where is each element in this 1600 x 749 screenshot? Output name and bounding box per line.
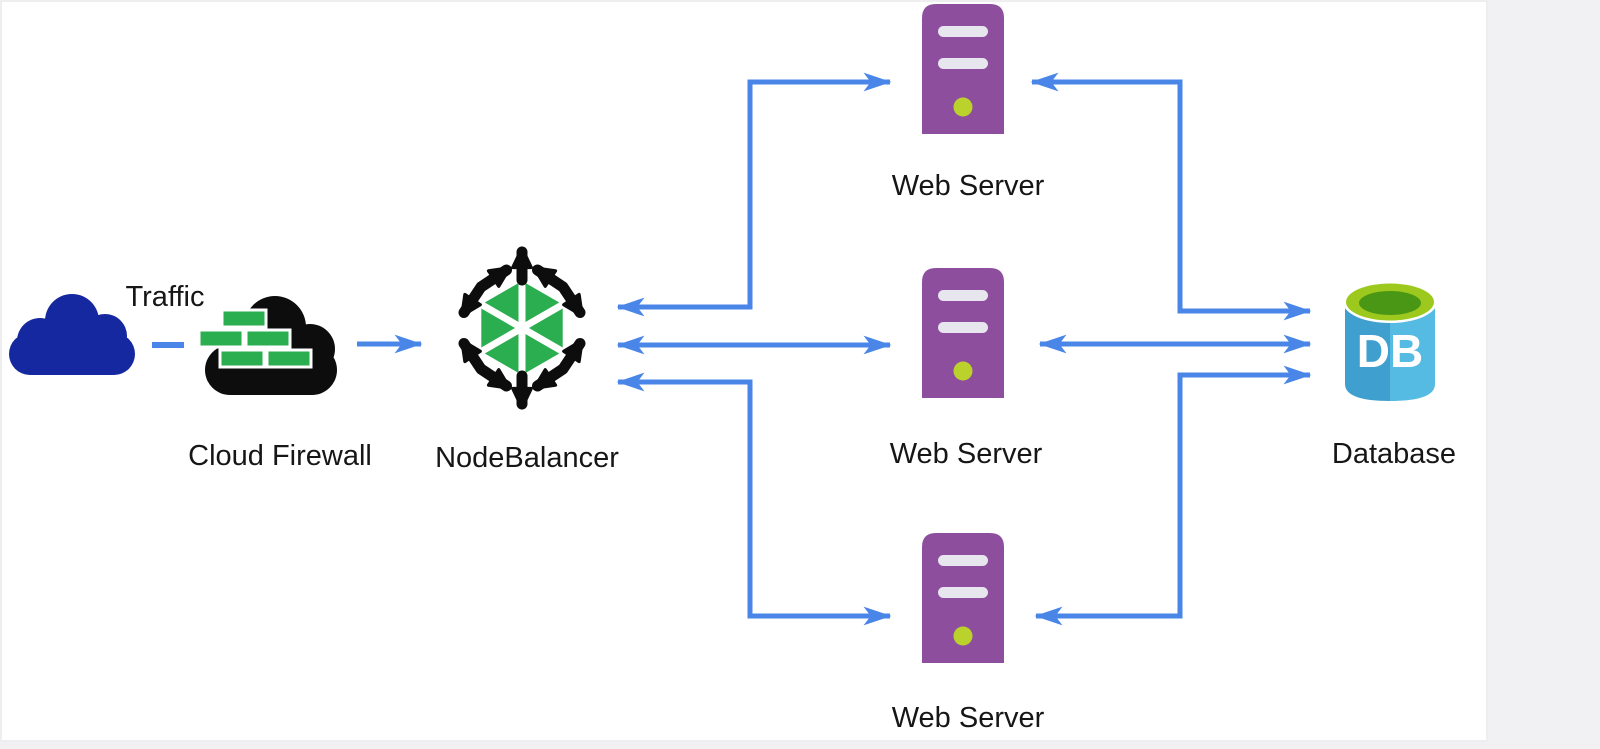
drive-slot — [938, 555, 988, 566]
cloud-firewall-label: Cloud Firewall — [188, 440, 372, 472]
balancer-arrow-lower-left — [458, 338, 512, 392]
database-icon: DB — [1343, 281, 1437, 401]
drive-slot — [938, 58, 988, 69]
drive-slot — [938, 290, 988, 301]
nodebalancer-icon — [458, 246, 586, 410]
right-gutter — [1490, 0, 1600, 749]
balancer-arrow-upper-right — [532, 264, 586, 318]
web-server-1-label: Web Server — [891, 170, 1045, 202]
web-server-3-icon — [922, 533, 1004, 663]
traffic-label: Traffic — [125, 281, 205, 313]
web-server-2-icon — [922, 268, 1004, 398]
traffic-cloud-icon — [9, 294, 135, 375]
web-server-2-label: Web Server — [889, 438, 1043, 470]
balancer-out-arrows — [458, 246, 586, 410]
database-label: Database — [1331, 438, 1457, 470]
drive-slot — [938, 587, 988, 598]
database-cylinder-icon — [1343, 281, 1437, 401]
web-server-1-icon — [922, 4, 1004, 134]
cloud-icon — [9, 294, 135, 375]
power-led — [953, 361, 973, 381]
cylinder-top-inner — [1359, 291, 1421, 315]
balancer-arrow-lower-right — [532, 338, 586, 392]
firewall-bricks — [197, 308, 313, 369]
balancer-arrow-upper-left — [458, 264, 512, 318]
web-server-3-label: Web Server — [891, 702, 1045, 734]
nodebalancer-label: NodeBalancer — [435, 442, 619, 474]
drive-slot — [938, 26, 988, 37]
cloud-firewall-icon — [197, 296, 337, 395]
power-led — [953, 97, 973, 117]
drive-slot — [938, 322, 988, 333]
power-led — [953, 626, 973, 646]
db-badge: DB — [1357, 325, 1423, 377]
